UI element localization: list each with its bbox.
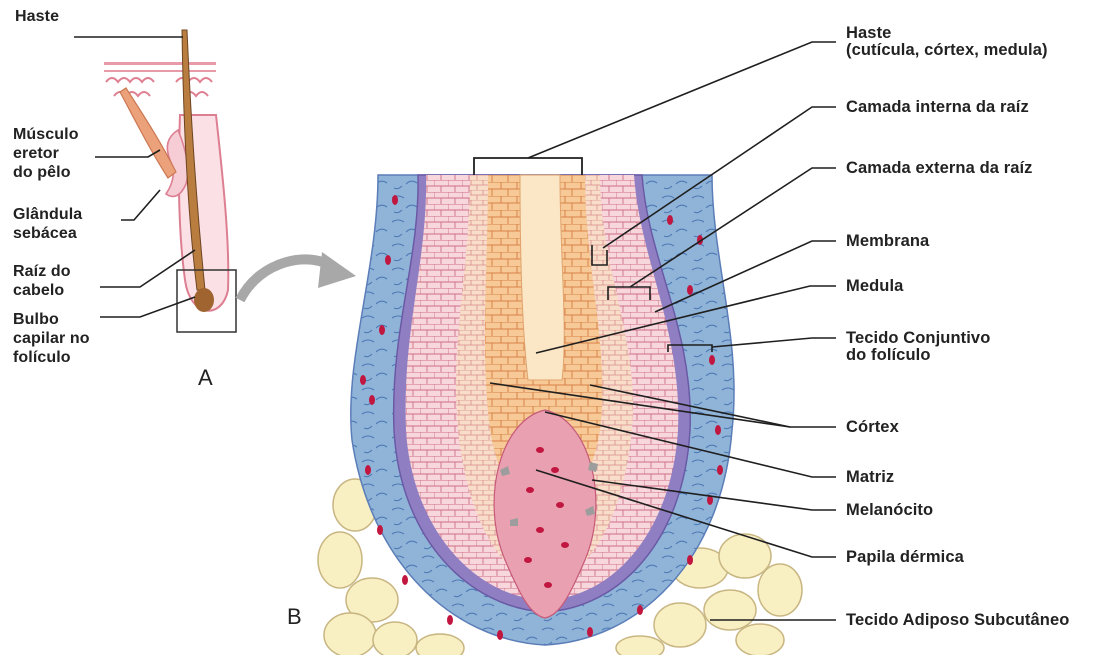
label-tecido-conjuntivo: Tecido Conjuntivo do folículo bbox=[846, 330, 990, 364]
erector-muscle bbox=[120, 88, 176, 178]
label-bulbo-capilar: Bulbo capilar no folículo bbox=[13, 310, 90, 367]
label-cortex: Córtex bbox=[846, 419, 899, 435]
label-line: Tecido Conjuntivo bbox=[846, 330, 990, 347]
zoom-arrowhead bbox=[318, 252, 356, 288]
label-line: folículo bbox=[13, 348, 90, 367]
label-line: capilar no bbox=[13, 329, 90, 348]
label-musculo-eretor: Músculo eretor do pêlo bbox=[13, 125, 79, 182]
label-haste-left: Haste bbox=[15, 9, 59, 25]
label-matriz: Matriz bbox=[846, 469, 894, 485]
label-haste-right: Haste (cutícula, córtex, medula) bbox=[846, 25, 1048, 59]
label-melanocito: Melanócito bbox=[846, 502, 933, 518]
label-line: do folículo bbox=[846, 347, 990, 364]
label-tecido-adiposo: Tecido Adiposo Subcutâneo bbox=[846, 612, 1069, 628]
label-line: eretor bbox=[13, 144, 79, 163]
label-line: do pêlo bbox=[13, 163, 79, 182]
hair-bulb bbox=[194, 288, 214, 312]
haste-bracket bbox=[474, 158, 582, 175]
label-line: sebácea bbox=[13, 224, 82, 243]
label-line: Haste bbox=[846, 25, 1048, 42]
label-line: Raíz do bbox=[13, 262, 71, 281]
label-raiz-do-cabelo: Raíz do cabelo bbox=[13, 262, 71, 300]
panel-label-a: A bbox=[198, 365, 213, 391]
label-medula: Medula bbox=[846, 278, 903, 294]
label-line: Músculo bbox=[13, 125, 79, 144]
label-line: Glândula bbox=[13, 205, 82, 224]
large-follicle-diagram bbox=[318, 158, 802, 655]
label-camada-interna: Camada interna da raíz bbox=[846, 99, 1029, 115]
label-glandula-sebacea: Glândula sebácea bbox=[13, 205, 82, 243]
medulla bbox=[520, 175, 564, 380]
label-line: cabelo bbox=[13, 281, 71, 300]
label-line: (cutícula, córtex, medula) bbox=[846, 42, 1048, 59]
label-camada-externa: Camada externa da raíz bbox=[846, 160, 1033, 176]
label-line: Bulbo bbox=[13, 310, 90, 329]
panel-label-b: B bbox=[287, 604, 302, 630]
label-membrana: Membrana bbox=[846, 233, 929, 249]
label-papila-dermica: Papila dérmica bbox=[846, 549, 964, 565]
skin-surface-line bbox=[104, 62, 216, 65]
